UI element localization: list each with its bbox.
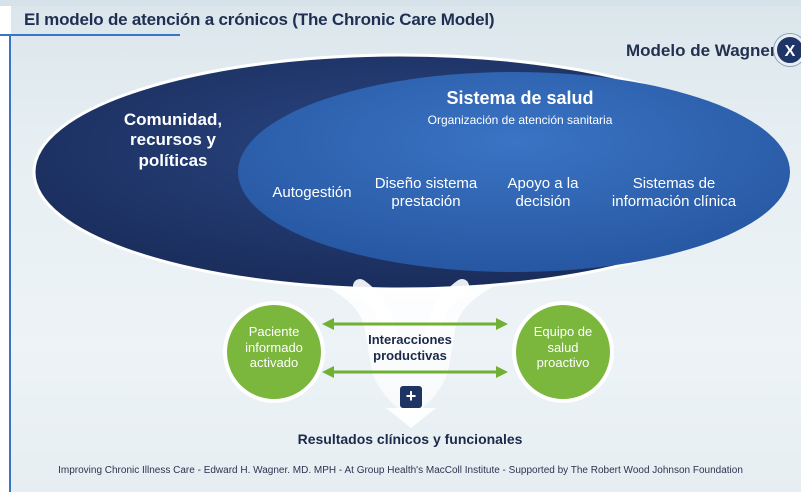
plus-icon: +: [400, 386, 422, 408]
outcomes-label: Resultados clínicos y funcionales: [297, 431, 523, 447]
health-system-subtitle: Organización de atención sanitaria: [427, 113, 613, 127]
item-apoyo-decision: Apoyo a la decisión: [507, 175, 579, 210]
close-button[interactable]: X: [774, 34, 801, 66]
item-sistemas-informacion: Sistemas de información clínica: [611, 175, 737, 210]
team-label: Equipo de salud proactivo: [533, 324, 593, 371]
team-circle: [512, 301, 614, 403]
outcome-arrow: [386, 408, 436, 428]
community-label: Comunidad, recursos y políticas: [123, 110, 223, 170]
interaction-arrow-bottom: [322, 366, 508, 378]
footer-credit: Improving Chronic Illness Care - Edward …: [58, 465, 743, 476]
page-title: El modelo de atención a crónicos (The Ch…: [24, 10, 495, 29]
health-system-title: Sistema de salud: [446, 88, 594, 108]
health-system-ellipse: [238, 72, 790, 272]
frame-left-border: [9, 34, 11, 492]
funnel-shape: [300, 270, 520, 420]
interaction-arrow-top: [322, 318, 508, 330]
model-subtitle: Modelo de Wagner: [626, 41, 777, 60]
funnel-right-edge: [423, 279, 469, 352]
patient-circle: [223, 301, 325, 403]
patient-label: Paciente informado activado: [245, 324, 303, 371]
frame-top-border: [0, 34, 180, 36]
interactions-label: Interacciones productivas: [368, 332, 452, 363]
top-strip: [0, 0, 801, 6]
item-diseno-sistema: Diseño sistema prestación: [374, 175, 478, 210]
funnel-left-edge: [353, 279, 399, 352]
item-autogestion: Autogestión: [272, 184, 352, 201]
